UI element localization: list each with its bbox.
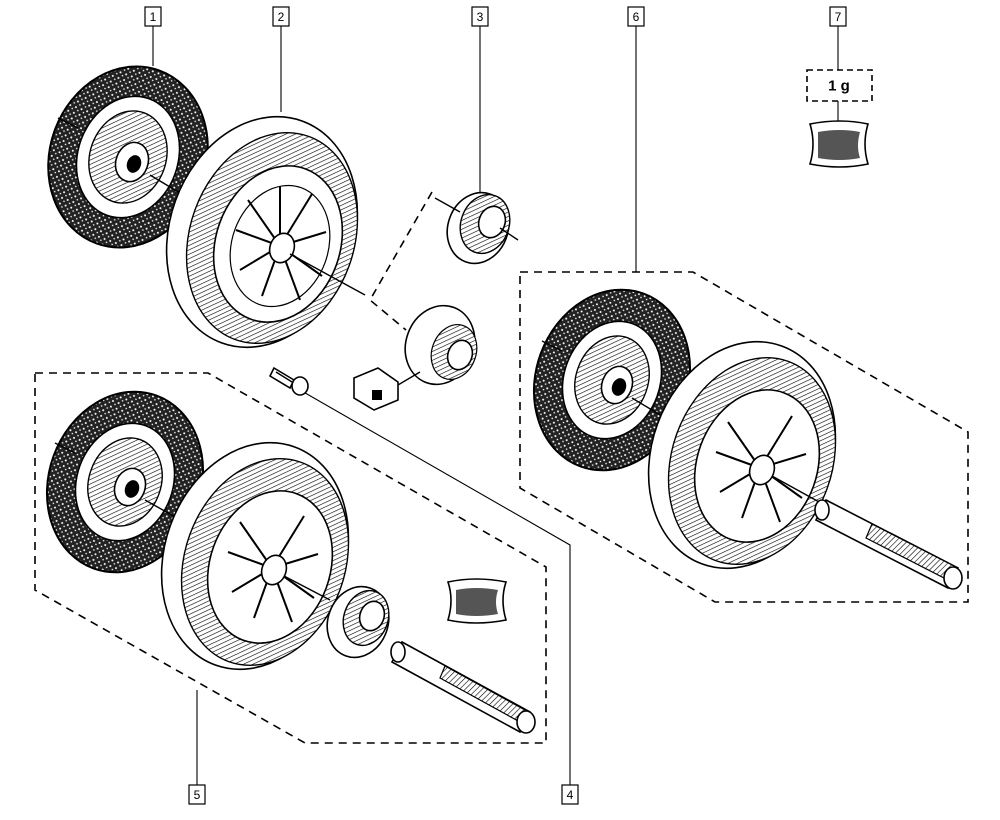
callout-label-6: 6 [633,10,640,24]
kit-group-5-pressure-plate [160,441,350,671]
clutch-disc-part-1 [47,65,209,249]
pressure-plate-part-2 [165,115,366,349]
kit-group-6-outline [519,271,969,603]
leader-4 [299,389,571,785]
kit-group-5-disc [45,390,205,574]
kit-group-6-alignment-tool [814,498,963,590]
kit-group-5-bearing [326,585,390,659]
callout-4: 4 [561,784,579,805]
callout-label-2: 2 [278,10,285,24]
callout-6: 6 [627,6,645,27]
kit-group-5-outline [34,372,547,744]
grease-quantity-box [806,69,873,102]
kit-group-5-alignment-tool [390,640,536,734]
callout-label-5: 5 [194,788,201,802]
kit-group-6-pressure-plate [647,340,837,570]
bearing-group-dashed-bracket [368,191,433,331]
callout-label-4: 4 [567,788,574,802]
callout-5: 5 [188,784,206,805]
kit-group-5-grease-sachet [446,578,508,624]
callout-1: 1 [144,6,162,27]
callout-2: 2 [272,6,290,27]
slave-cylinder [353,304,478,411]
grease-quantity-label: 1 g [828,78,850,95]
release-bearing-part-3 [434,191,519,265]
bolt [268,366,309,396]
callout-3: 3 [471,6,489,27]
grease-part-7: 1 g [806,69,873,168]
callout-7: 7 [829,6,847,27]
callout-label-1: 1 [150,10,157,24]
callout-label-3: 3 [477,10,484,24]
callout-label-7: 7 [835,10,842,24]
